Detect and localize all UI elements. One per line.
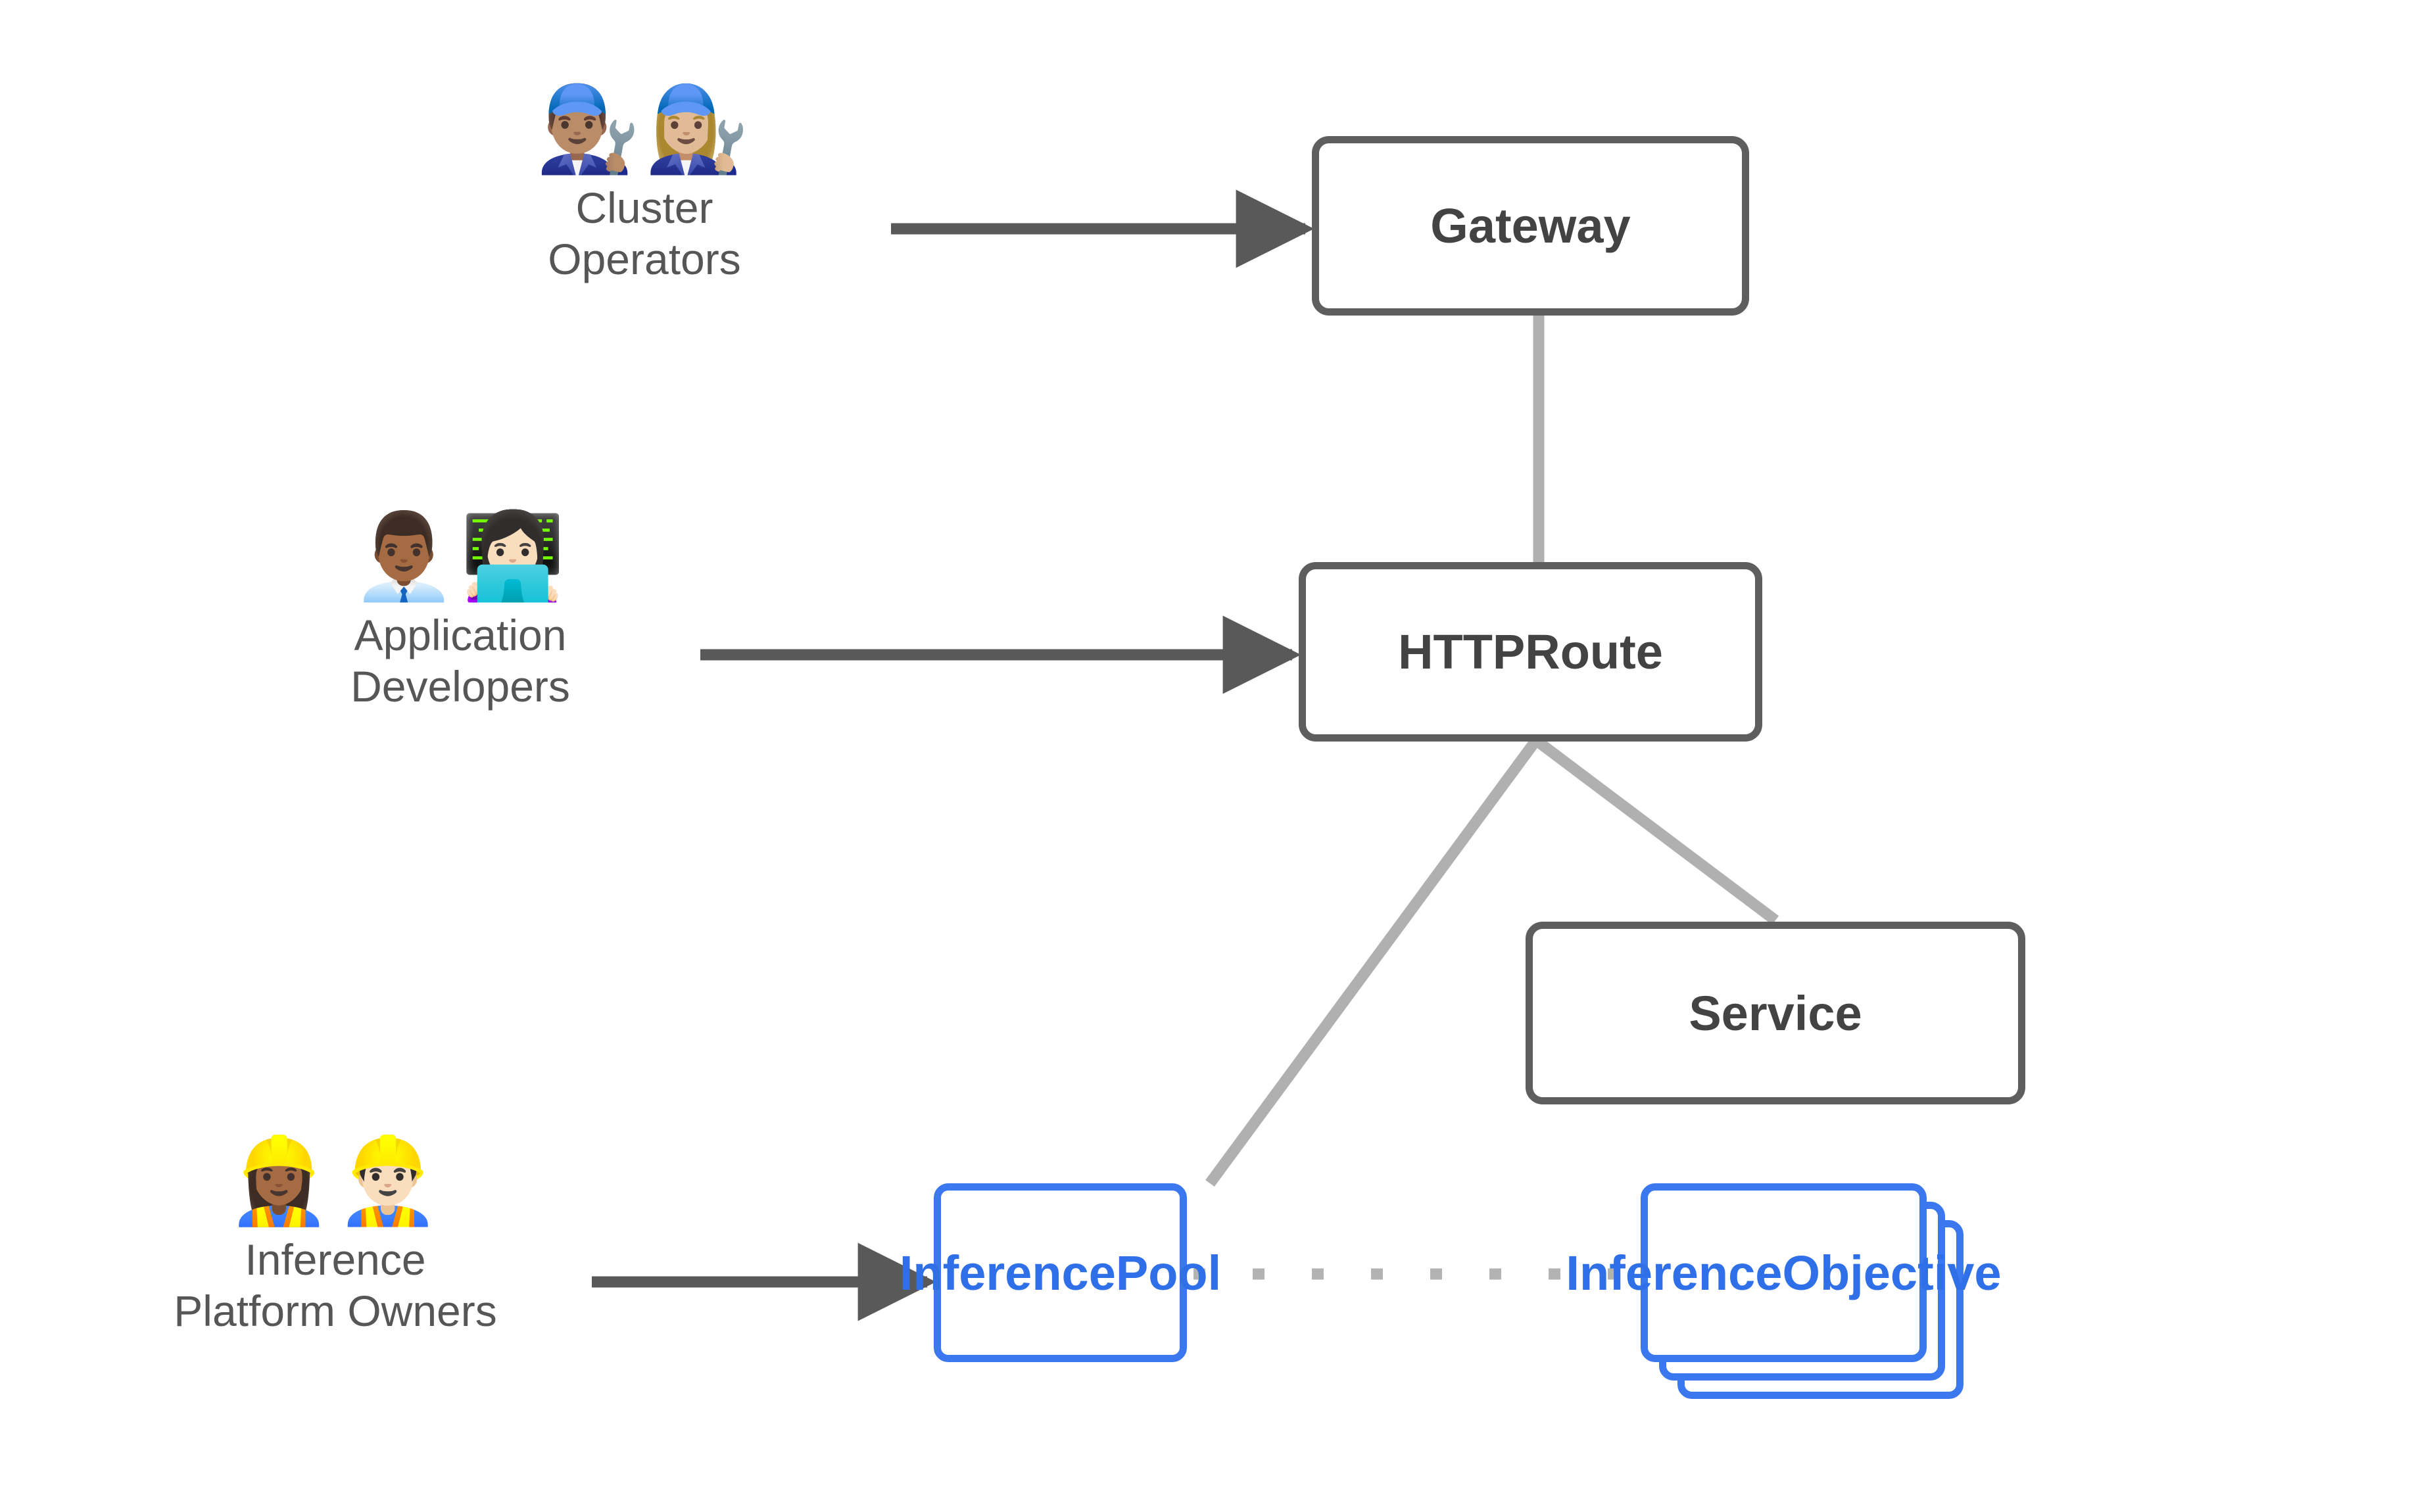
node-inferenceobjective-stack[interactable]: InferenceObjective <box>1566 1183 2002 1407</box>
inferenceobjective-card-front[interactable]: InferenceObjective <box>1566 1183 2002 1362</box>
node-label-inferenceobjective: InferenceObjective <box>1566 1245 2002 1300</box>
node-label-inferencepool: InferencePool <box>899 1245 1222 1300</box>
node-service[interactable]: Service <box>1526 922 2025 1104</box>
node-label-service: Service <box>1689 985 1862 1041</box>
node-label-httproute: HTTPRoute <box>1398 625 1663 679</box>
edge-httproute-to-service <box>1532 736 1779 925</box>
persona-label-application-developers: Application Developers <box>350 611 570 711</box>
edge-httproute-to-inferencepool <box>1205 736 1541 1187</box>
node-httproute[interactable]: HTTPRoute <box>1299 562 1762 742</box>
application-developers-avatar-icons: 👨🏾‍💼👩🏻‍💻 <box>351 508 569 605</box>
node-label-gateway: Gateway <box>1430 199 1631 253</box>
persona-cluster-operators: 👨🏽‍🔧👩🏼‍🔧 Cluster Operators <box>460 85 829 285</box>
inference-platform-owners-avatar-icons: 👷🏾‍♀️👷🏻‍♂️ <box>226 1132 445 1230</box>
cluster-operators-avatar-icons: 👨🏽‍🔧👩🏼‍🔧 <box>535 80 754 178</box>
persona-label-inference-platform-owners: Inference Platform Owners <box>174 1235 497 1336</box>
persona-application-developers: 👨🏾‍💼👩🏻‍💻 Application Developers <box>276 508 644 713</box>
persona-label-cluster-operators: Cluster Operators <box>548 183 741 284</box>
node-inferencepool[interactable]: InferencePool <box>900 1183 1221 1362</box>
persona-inference-platform-owners: 👷🏾‍♀️👷🏻‍♂️ Inference Platform Owners <box>132 1137 539 1337</box>
node-gateway[interactable]: Gateway <box>1312 136 1749 316</box>
